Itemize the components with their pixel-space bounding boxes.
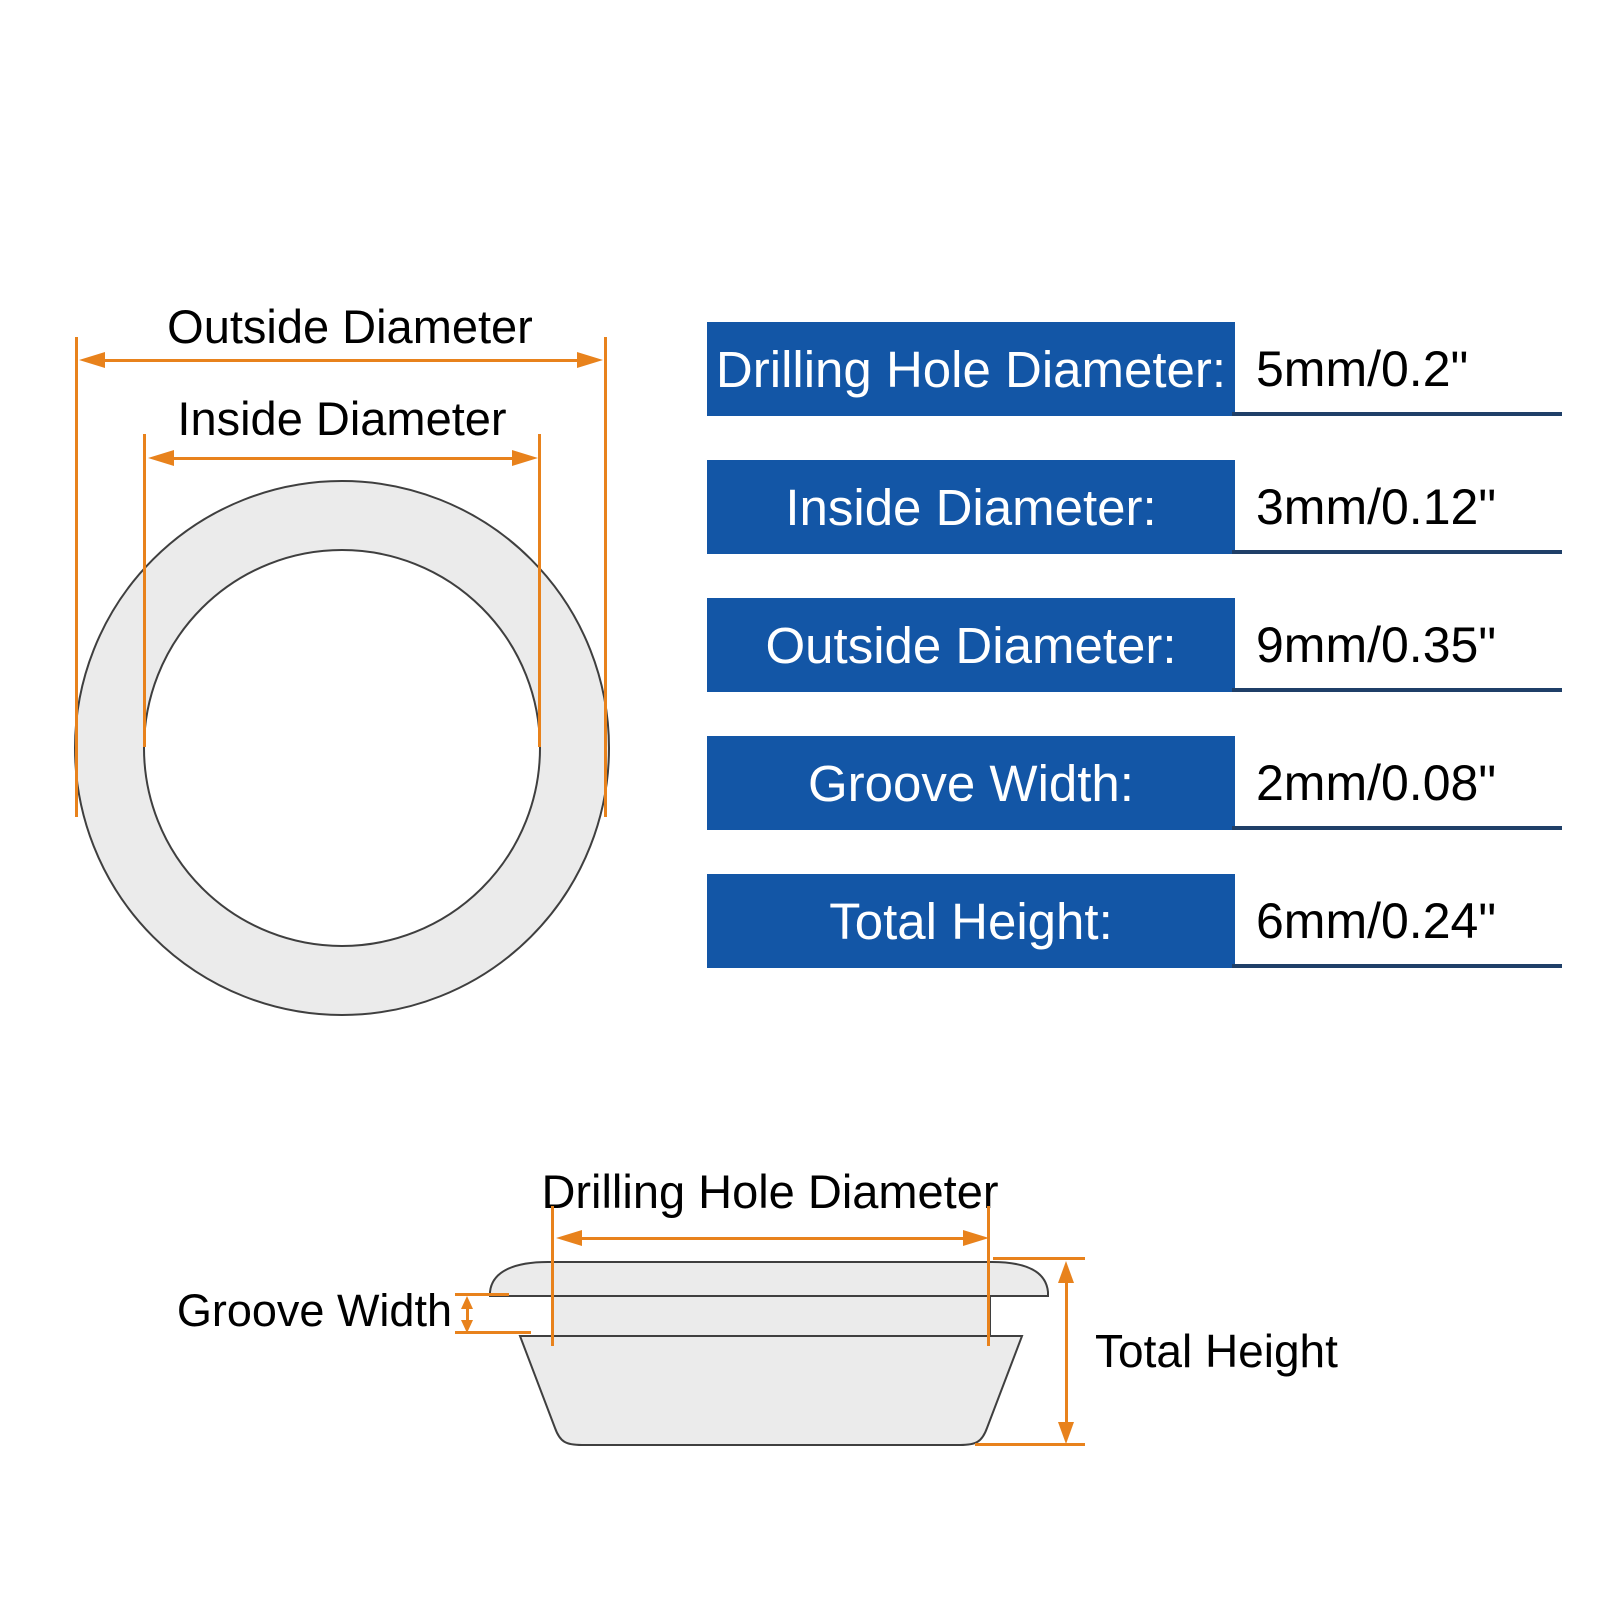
total-height-tick-top (993, 1257, 1085, 1260)
spec-row-inside-diameter: Inside Diameter: 3mm/0.12" (0, 460, 1600, 554)
drilling-hole-extension-line-right (987, 1206, 990, 1346)
spec-label: Inside Diameter: (785, 478, 1157, 536)
total-height-tick-bottom (975, 1443, 1085, 1446)
spec-value: 5mm/0.2" (1256, 341, 1469, 397)
outside-diameter-extension-line-left (75, 337, 78, 817)
base-trapezoid-shape (518, 1335, 1024, 1446)
spec-row-outside-diameter: Outside Diameter: 9mm/0.35" (0, 598, 1600, 692)
grommet-inner-circle (143, 549, 541, 947)
groove-width-tick-bottom (455, 1331, 531, 1334)
row-underline (1232, 826, 1562, 830)
groove-section-shape (551, 1293, 991, 1337)
spec-value: 2mm/0.08" (1256, 755, 1497, 811)
groove-width-arrow (461, 1296, 473, 1333)
flange-cap-shape (489, 1261, 1049, 1297)
drilling-hole-diameter-arrow (556, 1230, 989, 1246)
spec-label: Outside Diameter: (765, 616, 1177, 674)
spec-value: 3mm/0.12" (1256, 479, 1497, 535)
total-height-label: Total Height (1095, 1325, 1338, 1377)
inside-diameter-extension-line-left (143, 434, 146, 747)
row-underline (1232, 964, 1562, 968)
total-height-arrow (1058, 1261, 1074, 1444)
grommet-side-profile (489, 1261, 1049, 1446)
row-underline (1232, 550, 1562, 554)
inside-diameter-label: Inside Diameter (177, 392, 507, 445)
spec-label-box: Total Height: (707, 874, 1235, 968)
inside-diameter-arrow (148, 450, 538, 466)
row-underline (1232, 412, 1562, 416)
spec-row-total-height: Total Height: 6mm/0.24" (0, 874, 1600, 968)
drilling-hole-diameter-label: Drilling Hole Diameter (541, 1165, 999, 1218)
spec-value: 6mm/0.24" (1256, 893, 1497, 949)
spec-label-box: Inside Diameter: (707, 460, 1235, 554)
outside-diameter-arrow (79, 352, 603, 368)
inside-diameter-extension-line-right (538, 434, 541, 747)
spec-label-box: Outside Diameter: (707, 598, 1235, 692)
spec-label-box: Drilling Hole Diameter: (707, 322, 1235, 416)
spec-value: 9mm/0.35" (1256, 617, 1497, 673)
spec-label: Drilling Hole Diameter: (715, 340, 1227, 398)
spec-label-box: Groove Width: (707, 736, 1235, 830)
groove-width-label: Groove Width (176, 1285, 452, 1336)
spec-row-groove-width: Groove Width: 2mm/0.08" (0, 736, 1600, 830)
row-underline (1232, 688, 1562, 692)
spec-label: Total Height: (829, 892, 1113, 950)
groove-width-tick-top (455, 1293, 509, 1296)
spec-row-drilling-hole-diameter: Drilling Hole Diameter: 5mm/0.2" (0, 322, 1600, 416)
drilling-hole-extension-line-left (551, 1206, 554, 1346)
spec-label: Groove Width: (808, 754, 1134, 812)
outside-diameter-extension-line-right (604, 337, 607, 817)
outside-diameter-label: Outside Diameter (167, 300, 533, 353)
